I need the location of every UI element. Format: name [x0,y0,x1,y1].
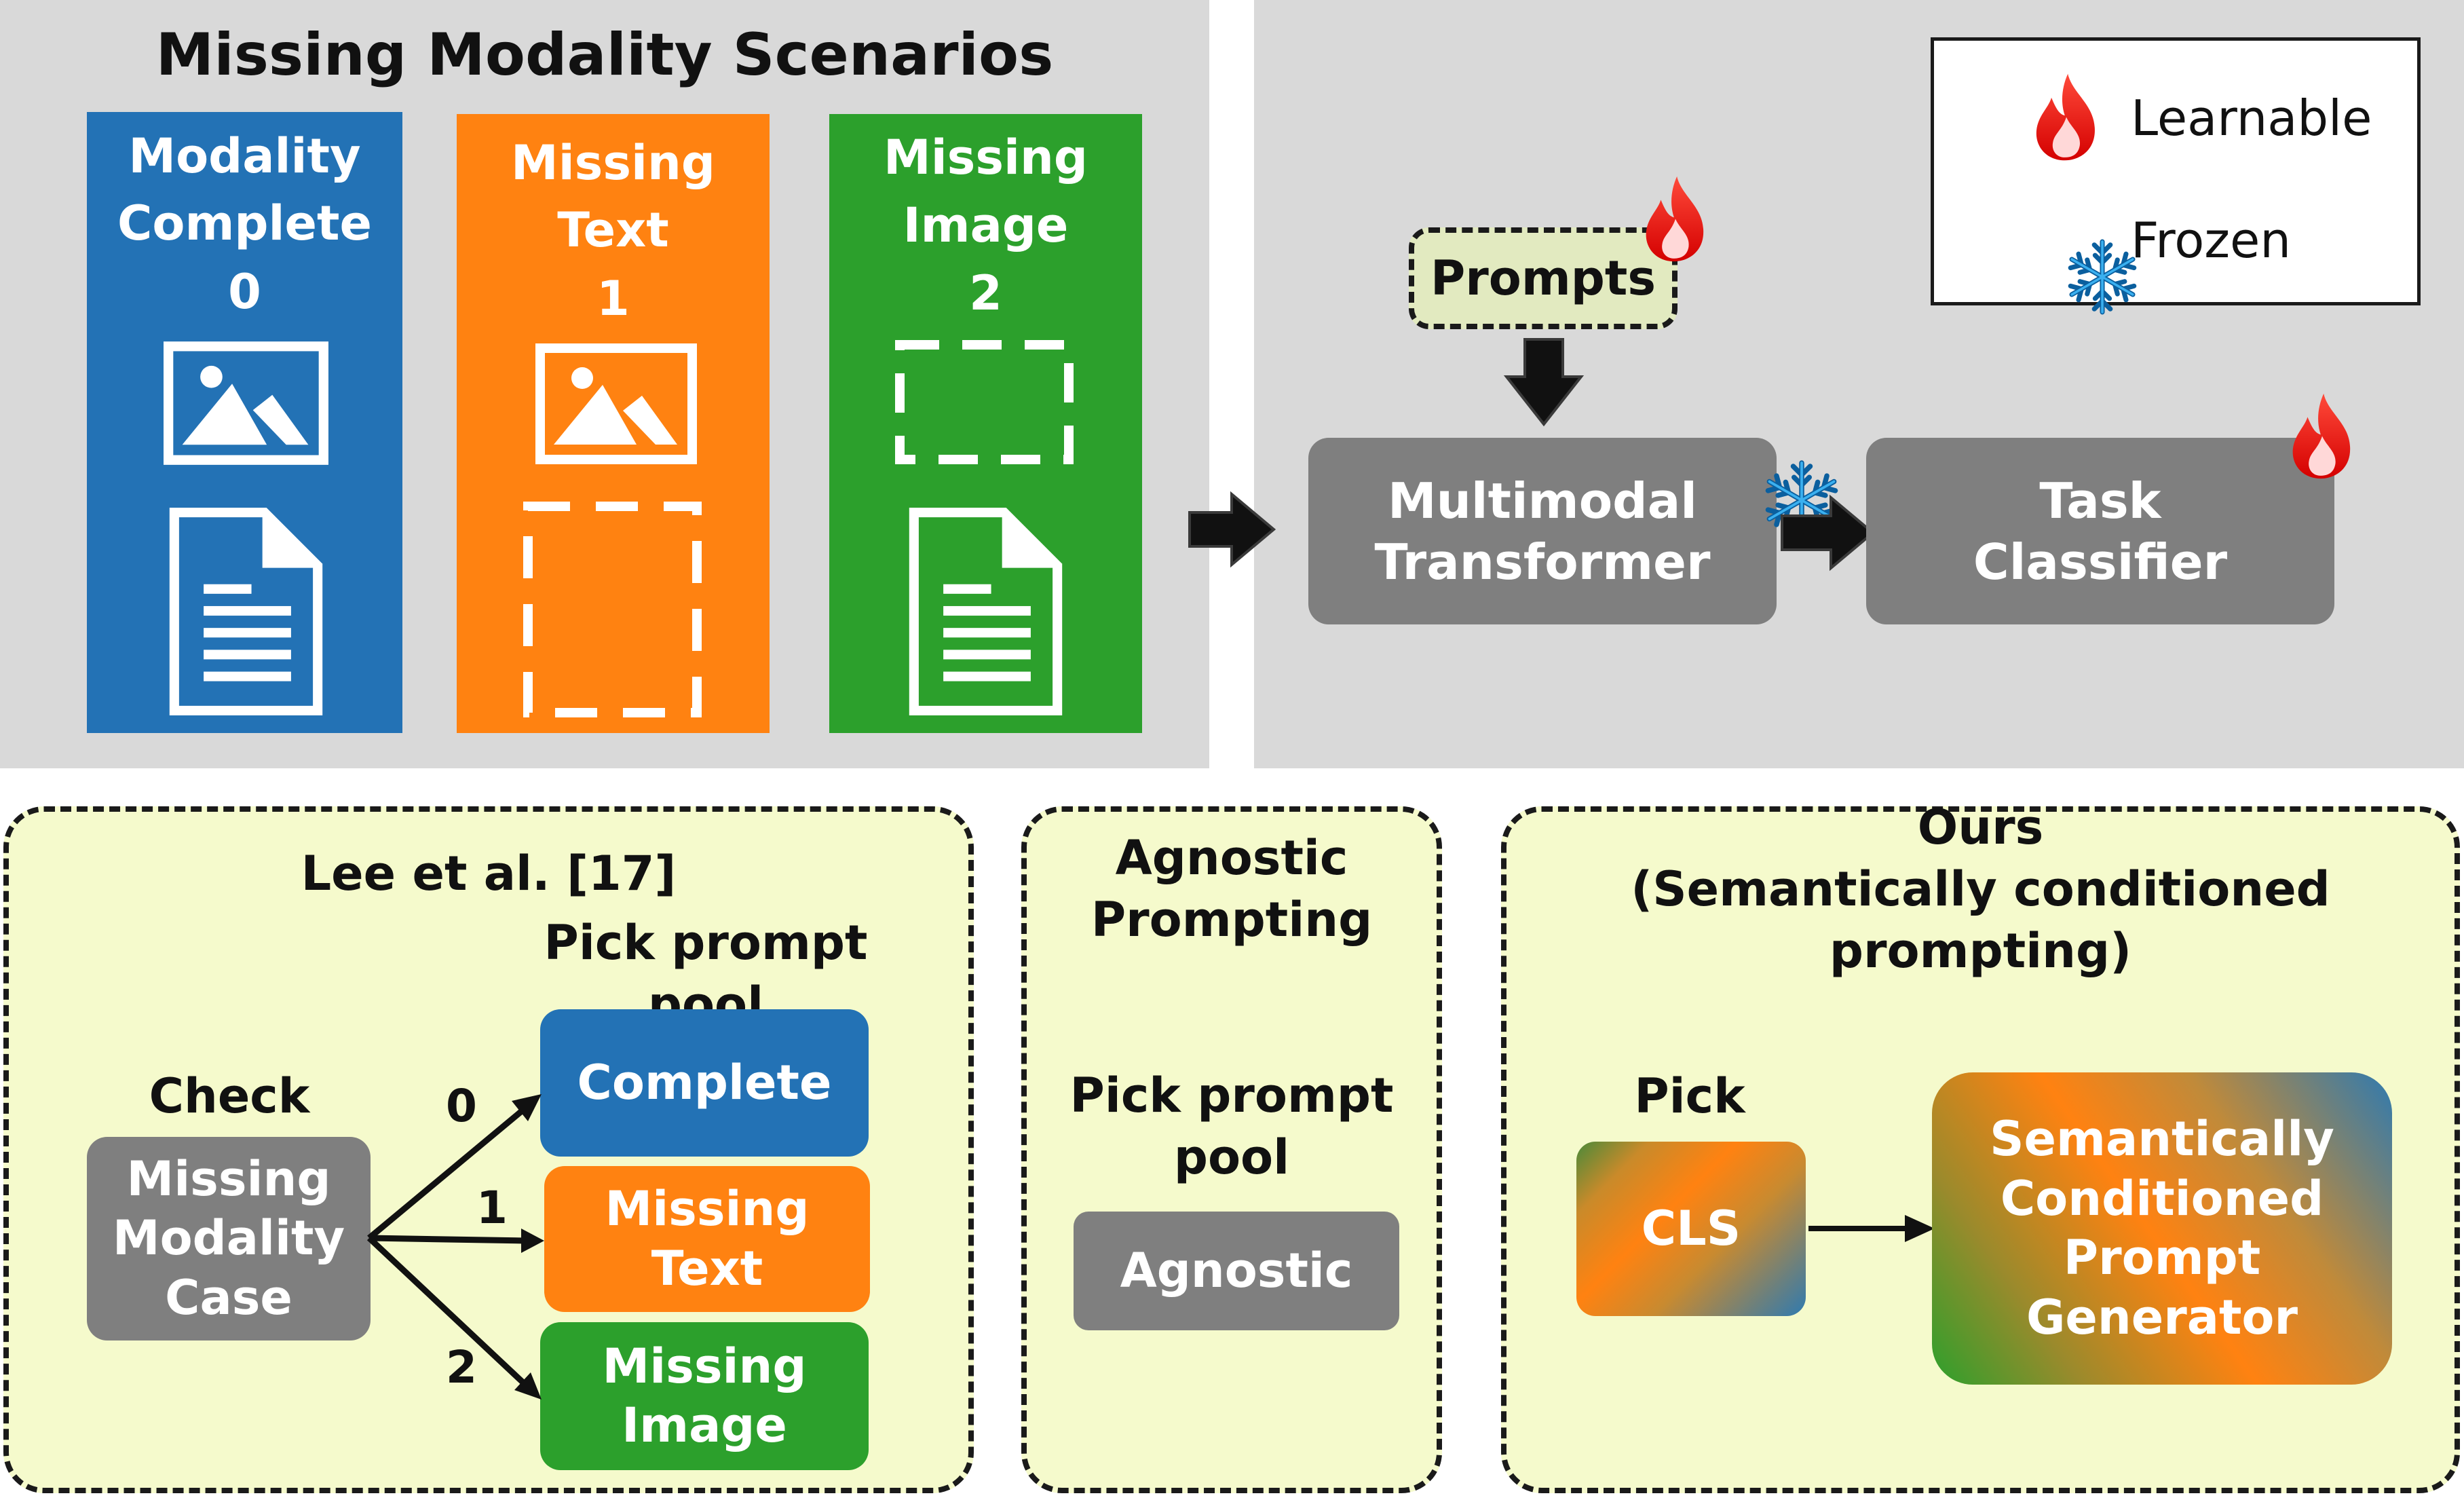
image-icon [163,339,329,467]
scenario-complete-label-1: Modality [128,128,361,184]
snowflake-icon [2022,197,2102,277]
routing-arrows [366,1094,544,1400]
right-arrow-icon [1781,494,1876,571]
route-index-2: 2 [446,1341,477,1394]
prompts-box: Prompts [1409,227,1678,329]
image-icon [535,343,698,465]
scenario-missing-image-label-2: Image [903,198,1069,253]
ours-title: Ours (Semantically conditioned prompting… [1631,799,2330,979]
snowflake-icon [1717,415,1802,500]
right-arrow-icon [1188,491,1276,568]
task-classifier-box: Task Classifier [1866,438,2334,624]
scenario-missing-text-label-1: Missing [511,135,715,191]
scenario-missing-text-label-2: Text [557,202,669,258]
flame-icon [1639,173,1712,265]
scenario-missing-image-label-1: Missing [884,130,1088,185]
missing-document-icon [523,502,702,717]
legend-frozen-label: Frozen [2131,212,2291,269]
cls-token-box: CLS [1576,1142,1806,1316]
document-icon [909,508,1063,715]
flame-icon [2286,390,2359,482]
ours-pick-label: Pick [1634,1068,1745,1124]
scenario-missing-text-index: 1 [596,271,630,326]
scenario-complete-label-2: Complete [117,195,372,251]
pool-complete-box: Complete [540,1009,869,1157]
legend-box [1931,37,2421,305]
missing-image-icon [895,340,1074,464]
scenarios-title: Missing Modality Scenarios [155,21,1054,89]
pool-missing-text-box: Missing Text [544,1166,870,1312]
right-arrow-icon [1808,1215,1935,1242]
route-index-0: 0 [446,1080,477,1133]
agnostic-title: Agnostic Prompting [1091,830,1373,948]
prompt-generator-box: Semantically Conditioned Prompt Generato… [1932,1072,2392,1385]
legend-learnable-label: Learnable [2131,90,2372,147]
agnostic-panel [1021,806,1442,1493]
lee-pick-label: Pick prompt pool [544,915,868,1032]
scenario-complete-index: 0 [228,264,261,320]
pool-missing-image-box: Missing Image [540,1322,869,1470]
agnostic-pick-label: Pick prompt pool [1069,1068,1394,1185]
route-index-1: 1 [476,1182,508,1235]
missing-modality-case-box: Missing Modality Case [87,1137,371,1340]
document-icon [169,508,323,715]
down-arrow-icon [1503,338,1585,427]
agnostic-pool-box: Agnostic [1074,1212,1399,1330]
multimodal-transformer-box: Multimodal Transformer [1308,438,1777,624]
lee-check-label: Check [149,1068,310,1124]
lee-title: Lee et al. [17] [301,845,677,901]
scenario-missing-image-index: 2 [969,265,1002,321]
flame-icon [2029,71,2104,163]
